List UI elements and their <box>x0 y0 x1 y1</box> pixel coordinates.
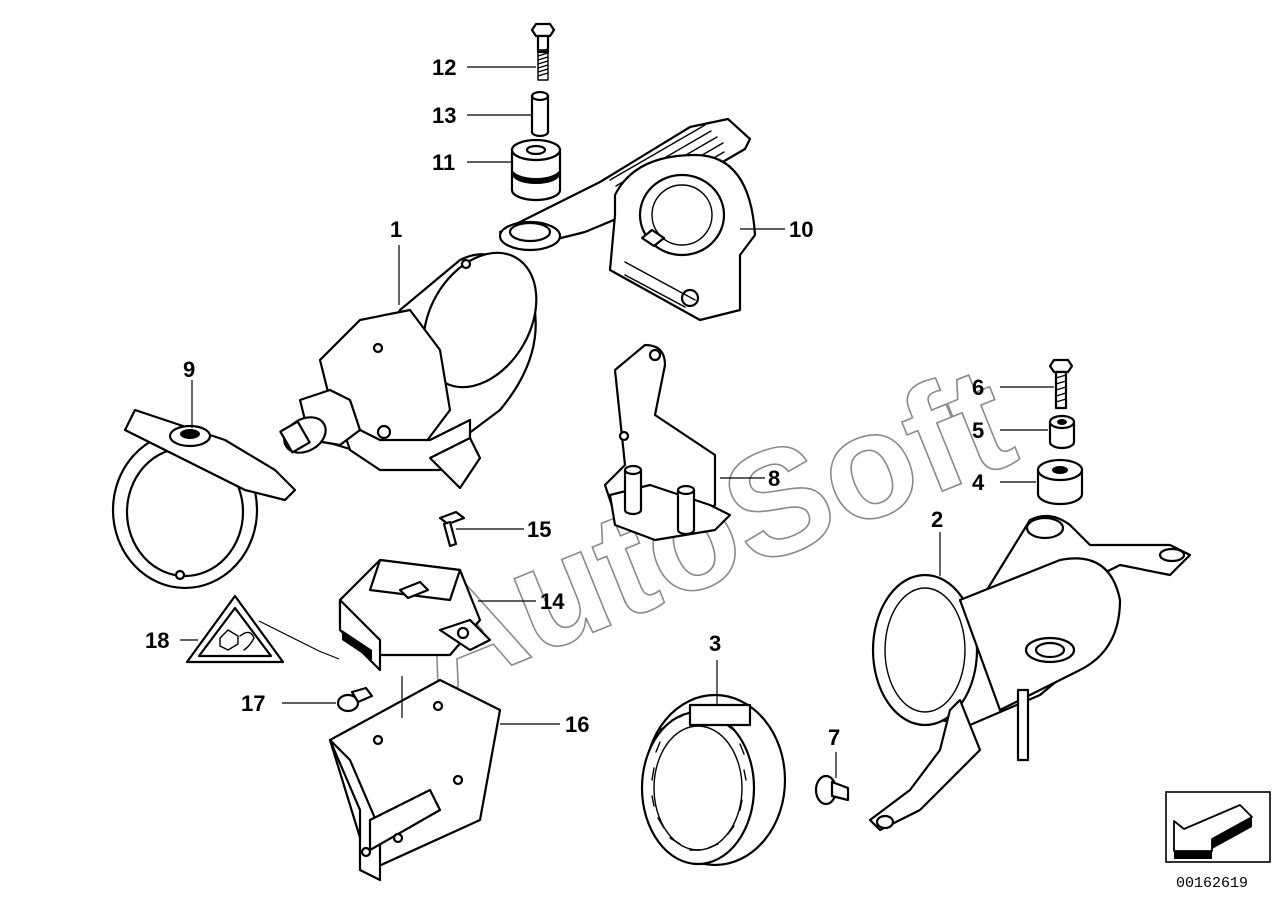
part-13-sleeve <box>530 90 550 138</box>
part-15-screw <box>438 510 466 548</box>
document-number: 00162619 <box>1176 875 1248 892</box>
part-10-support-bracket <box>498 117 757 322</box>
callout-14: 14 <box>540 589 565 614</box>
part-6-bolt <box>1048 358 1074 410</box>
callout-1: 1 <box>390 217 402 242</box>
down-left-arrow-icon <box>1173 804 1253 859</box>
callout-12: 12 <box>432 55 456 80</box>
part-1-motor <box>279 251 538 490</box>
part-5-washer-sleeve <box>1048 414 1076 450</box>
part-11-rubber-mount <box>510 138 562 202</box>
callout-18: 18 <box>145 628 169 653</box>
callout-10: 10 <box>789 217 813 242</box>
part-16-l-bracket <box>328 678 502 882</box>
callout-6: 6 <box>972 375 984 400</box>
part-9-clamp-ring <box>111 408 297 590</box>
callout-5: 5 <box>972 418 984 443</box>
callout-15: 15 <box>527 517 551 542</box>
callout-3: 3 <box>709 631 721 656</box>
part-2-housing <box>868 514 1192 832</box>
part-7-screw <box>814 774 850 806</box>
part-8-mounting-plate <box>603 343 732 542</box>
part-3-splined-ring <box>640 693 787 867</box>
callout-13: 13 <box>432 103 456 128</box>
part-12-bolt <box>530 22 556 81</box>
callout-2: 2 <box>931 507 943 532</box>
nav-arrow-box[interactable] <box>1165 791 1271 863</box>
callout-7: 7 <box>828 725 840 750</box>
leader-lines <box>180 66 1054 778</box>
callout-8: 8 <box>768 466 780 491</box>
part-4-rubber-mount <box>1036 458 1084 506</box>
callout-labels: 12 13 11 10 1 9 6 5 4 8 2 15 14 18 3 17 … <box>145 55 985 750</box>
callout-9: 9 <box>183 357 195 382</box>
callout-16: 16 <box>565 712 589 737</box>
part-17-screw <box>336 686 374 713</box>
callout-4: 4 <box>972 470 985 495</box>
callout-17: 17 <box>241 691 265 716</box>
part-18-triangle-icon <box>185 594 285 664</box>
callout-11: 11 <box>432 150 455 175</box>
part-14-control-module <box>338 558 492 672</box>
